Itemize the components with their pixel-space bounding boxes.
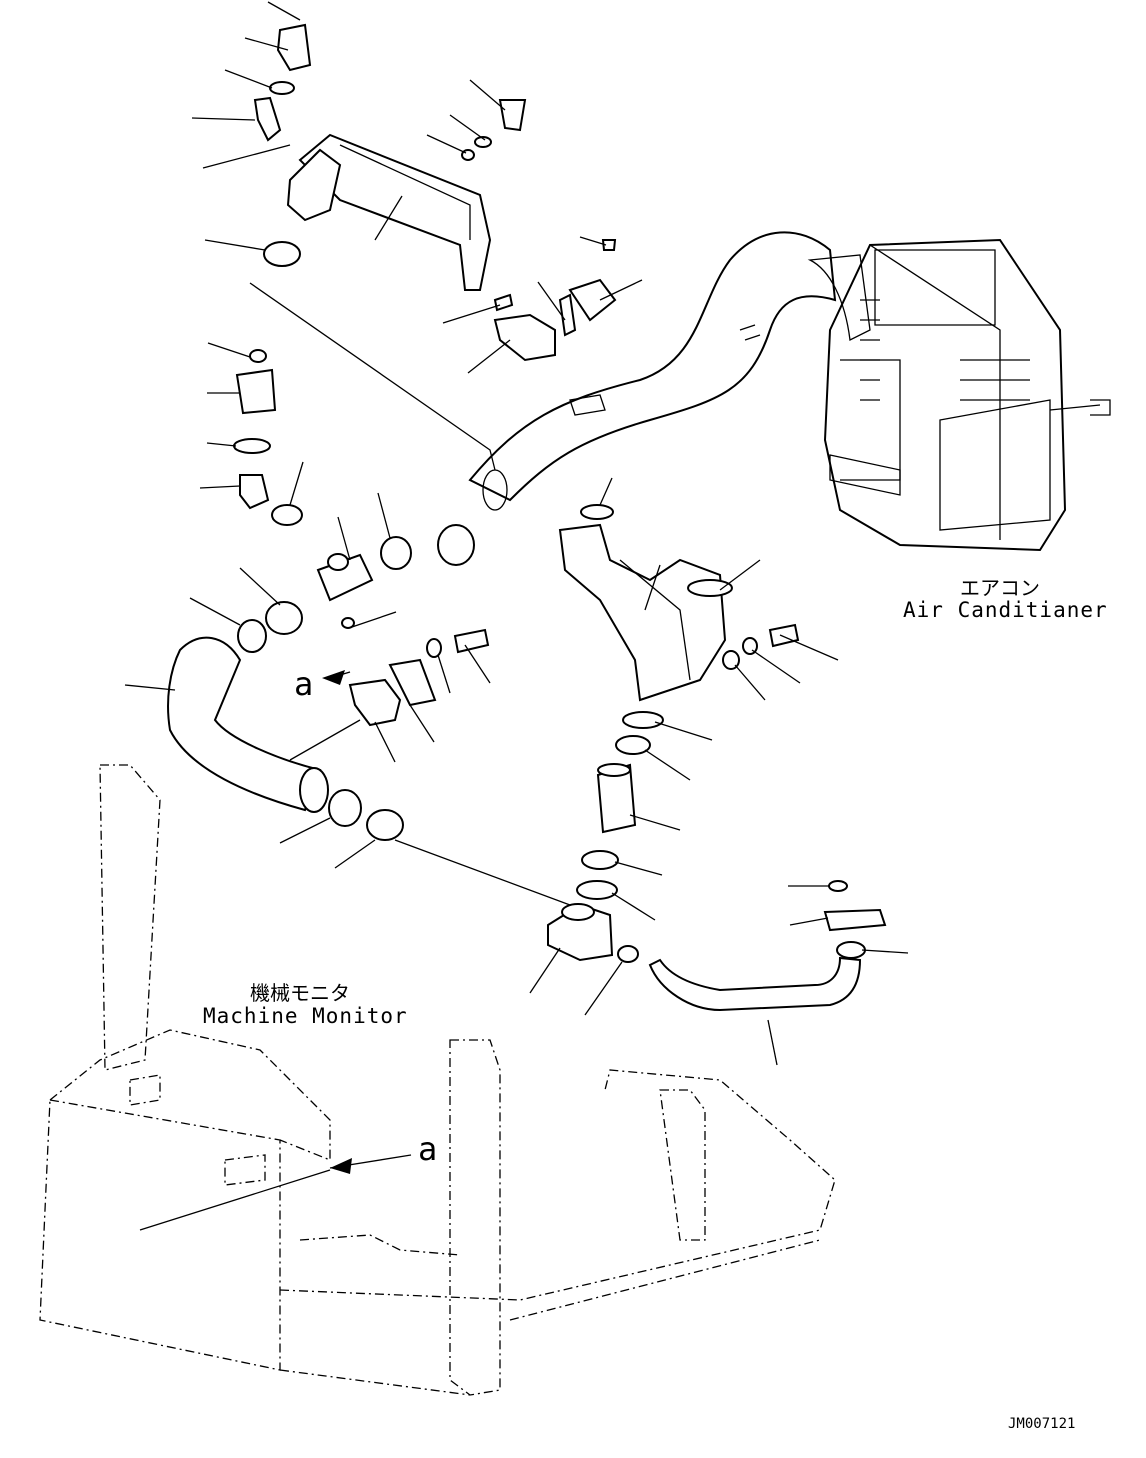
- reference-label-a-lower: a: [418, 1130, 438, 1168]
- leader-lines: [124, 1, 909, 1231]
- hose-right: [648, 880, 887, 1012]
- reference-label-a-upper: a: [294, 665, 314, 703]
- air-conditioner-unit: [823, 238, 1111, 552]
- reference-arrows: [322, 670, 352, 1174]
- bracket-a: [329, 628, 490, 727]
- cab-frame: [39, 764, 836, 1396]
- air-conditioner-label-en: Air Canditianer: [903, 598, 1108, 622]
- hose-left: [167, 636, 404, 841]
- drawing-id: JM007121: [1008, 1416, 1076, 1432]
- machine-monitor-label-en: Machine Monitor: [203, 1004, 408, 1028]
- center-duct: [547, 504, 800, 963]
- vent-parts-middle: [233, 349, 475, 653]
- upper-duct-bracket: [253, 23, 617, 362]
- machine-monitor-label-jp: 機械モニタ: [250, 981, 350, 1005]
- main-duct: [468, 231, 871, 511]
- air-conditioner-label-jp: エアコン: [960, 576, 1040, 600]
